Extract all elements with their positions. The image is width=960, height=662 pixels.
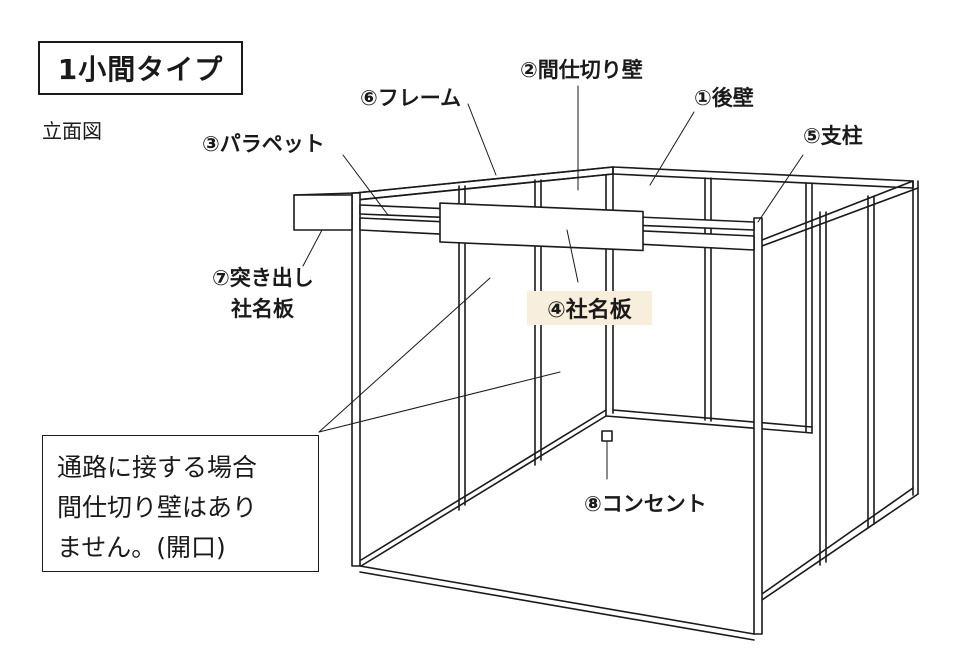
- label-parapet: ③パラペット: [202, 132, 325, 156]
- note-line: ません。(開口): [57, 533, 226, 562]
- label-frame: ⑥フレーム: [360, 86, 462, 110]
- view-subtitle: 立面図: [42, 119, 102, 143]
- label-pillar: ⑤支柱: [803, 124, 863, 148]
- right-side-wall: [761, 180, 919, 601]
- floor: [359, 565, 755, 641]
- label-projecting-name-plate-line1: ⑦突き出し: [212, 266, 314, 290]
- top-frame: [354, 166, 914, 201]
- note-line: 通路に接する場合: [57, 453, 258, 482]
- label-partition-wall: ②間仕切り壁: [520, 58, 643, 82]
- label-outlet: ⑧コンセント: [584, 492, 707, 516]
- page-title: 1小間タイプ: [38, 41, 243, 95]
- label-back-wall: ①後壁: [694, 86, 754, 110]
- pillars: [351, 192, 763, 635]
- outlet: [601, 430, 613, 442]
- note-line: 間仕切り壁はあり: [57, 493, 258, 522]
- leader-lines: [302, 85, 804, 480]
- label-name-plate: ④社名板: [527, 291, 652, 325]
- aisle-note: 通路に接する場合 間仕切り壁はあり ません。(開口): [42, 435, 319, 572]
- projecting-name-plate: [293, 192, 356, 231]
- name-plate: [439, 202, 644, 252]
- label-projecting-name-plate-line2: 社名板: [231, 297, 294, 321]
